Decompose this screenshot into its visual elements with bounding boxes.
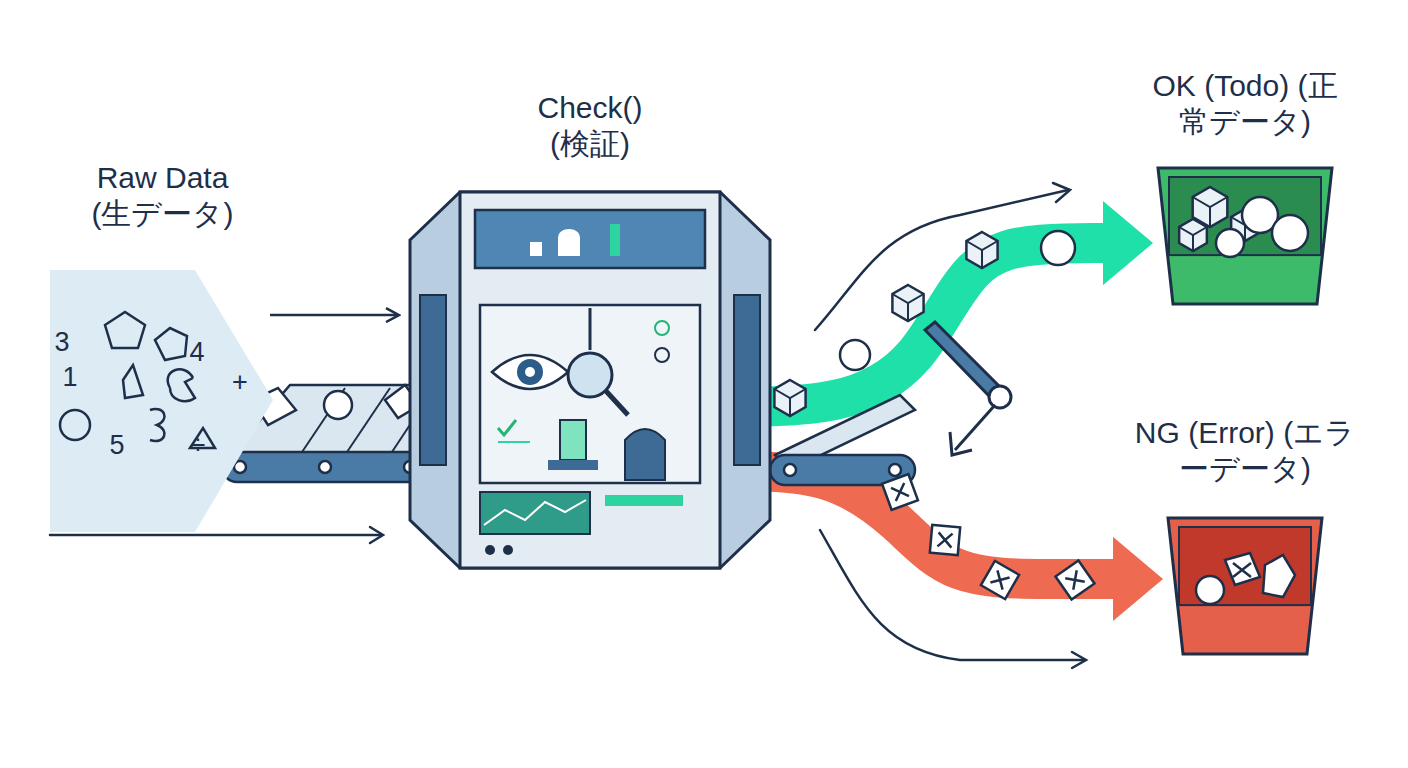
- node-heading: Check() (検証): [520, 90, 660, 162]
- raw-symbol: 3: [54, 327, 69, 357]
- ng-bin-shape: [1165, 515, 1325, 657]
- flow-arrow: [50, 534, 382, 537]
- node-heading: Raw Data (生データ): [73, 160, 253, 232]
- raw-symbol: ÷: [191, 430, 206, 460]
- input-panel: Raw Data (生データ): [45, 160, 280, 540]
- sorting-arm: [925, 322, 1011, 455]
- input-panel-shape: [45, 270, 280, 535]
- ng-bin: NG (Error) (エラーデータ): [1120, 415, 1370, 660]
- node-heading: OK (Todo) (正常データ): [1145, 68, 1345, 140]
- node-heading: NG (Error) (エラーデータ): [1125, 415, 1365, 487]
- check-machine: Check() (検証): [400, 90, 780, 570]
- check-machine-shape: [400, 190, 780, 570]
- flow-arrow: [815, 190, 1068, 330]
- input-arrow: [270, 314, 398, 317]
- flow-arrow-head: [370, 527, 383, 543]
- raw-symbol: 4: [189, 337, 204, 367]
- ok-bin: OK (Todo) (正常データ): [1130, 68, 1360, 308]
- ng-flow: [730, 471, 1113, 579]
- raw-symbol: 5: [109, 430, 124, 460]
- flow-arrow-head: [1053, 183, 1070, 202]
- raw-symbol: +: [232, 367, 248, 397]
- ok-bin-shape: [1155, 165, 1335, 307]
- flow-arrow-head: [1072, 652, 1086, 668]
- raw-symbol: 1: [62, 362, 77, 392]
